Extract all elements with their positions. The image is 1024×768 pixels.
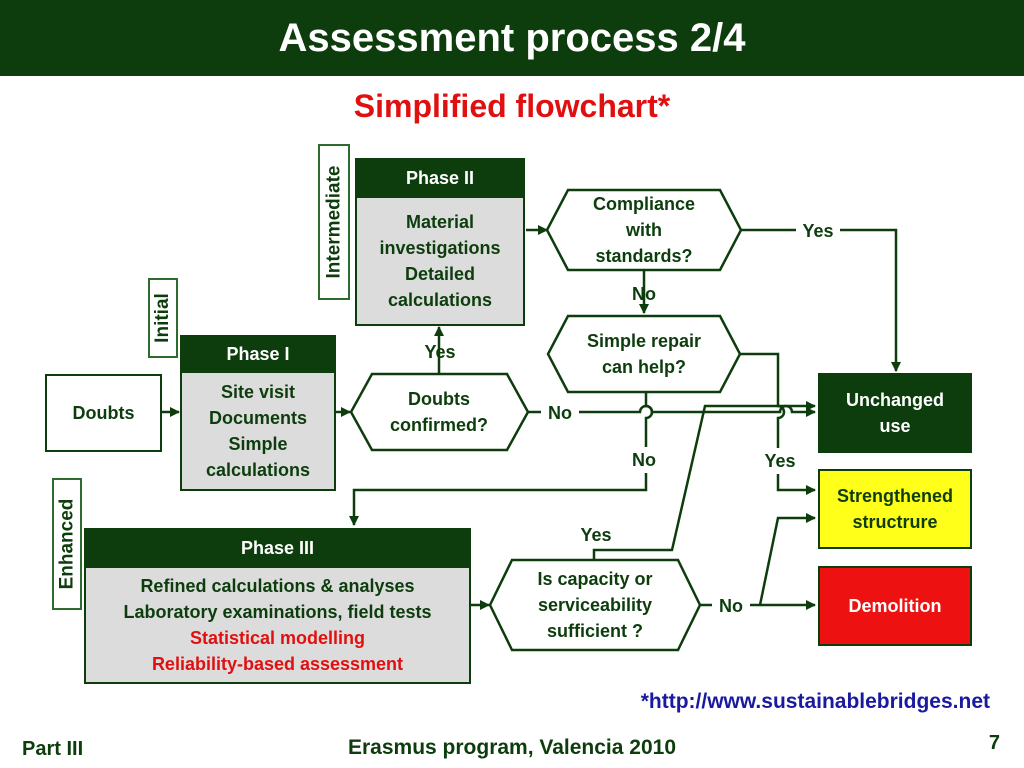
phase1-line: Documents	[208, 408, 307, 428]
outcome-demolition: Demolition	[818, 566, 972, 646]
phase1-body: Site visit Documents Simple calculations	[180, 373, 336, 491]
header-bar	[0, 0, 1024, 76]
phase1-line: Site visit	[220, 382, 296, 402]
level-intermediate-label: Intermediate	[318, 144, 350, 300]
edge-label-yes: Yes	[796, 218, 840, 244]
decision-doubts-confirmed: Doubts confirmed?	[389, 389, 488, 435]
edge-label-yes: Yes	[424, 342, 456, 362]
decision-compliance: Compliance with standards?	[592, 194, 696, 266]
phase2-body: Material investigations Detailed calcula…	[355, 198, 525, 326]
footer-part: Part III	[22, 738, 84, 760]
edge-label-no: No	[632, 284, 656, 304]
page-title: Assessment process 2/4	[278, 16, 746, 60]
phase3-line-red: Reliability-based assessment	[151, 654, 404, 674]
phase3-line: Refined calculations & analyses	[140, 576, 415, 596]
phase3-body: Refined calculations & analyses Laborato…	[84, 568, 471, 684]
phase3-line: Laboratory examinations, field tests	[123, 602, 432, 622]
level-enhanced-label: Enhanced	[52, 478, 82, 610]
edge-repair-no-phase3	[349, 392, 654, 526]
edge-capacity-yes-unchanged	[592, 401, 816, 560]
source-link[interactable]: *http://www.sustainablebridges.net	[640, 690, 990, 713]
edge-label-no: No	[712, 593, 750, 619]
edge-capacity-no-strengthened	[758, 513, 816, 606]
outcome-unchanged-use: Unchanged use	[818, 373, 972, 453]
edge-label-no: No	[541, 400, 579, 426]
page-subtitle: Simplified flowchart*	[353, 88, 671, 124]
decision-compliance-shape	[545, 188, 743, 272]
decision-simple-repair-shape	[546, 314, 742, 394]
decision-capacity-shape	[488, 558, 702, 652]
edge-compliance-yes-unchanged	[741, 228, 901, 372]
outcome-strengthened: Strengthened structrure	[818, 469, 972, 549]
phase3-line-red: Statistical modelling	[189, 628, 366, 648]
phase2-header: Phase II	[355, 158, 525, 198]
phase1-line: Simple	[228, 434, 288, 454]
phase2-line: Material	[405, 212, 475, 232]
footer-event: Erasmus program, Valencia 2010	[347, 736, 676, 759]
decision-doubts-confirmed-shape	[349, 372, 530, 452]
phase1-header: Phase I	[180, 335, 336, 373]
phase2-line: investigations	[379, 238, 501, 258]
phase2-line: Detailed	[404, 264, 476, 284]
phase3-header: Phase III	[84, 528, 471, 568]
edge-label-yes: Yes	[758, 448, 802, 474]
page-number: 7	[988, 732, 1000, 754]
level-initial-label: Initial	[148, 278, 178, 358]
edge-label-yes: Yes	[580, 525, 612, 545]
node-doubts: Doubts	[45, 374, 162, 452]
phase2-line: calculations	[387, 290, 493, 310]
decision-capacity: Is capacity or serviceability sufficient…	[537, 569, 653, 641]
phase1-line: calculations	[205, 460, 311, 480]
edge-confirmed-no-unchanged	[528, 404, 816, 417]
decision-simple-repair: Simple repair can help?	[586, 331, 702, 377]
edge-label-no: No	[624, 447, 664, 473]
